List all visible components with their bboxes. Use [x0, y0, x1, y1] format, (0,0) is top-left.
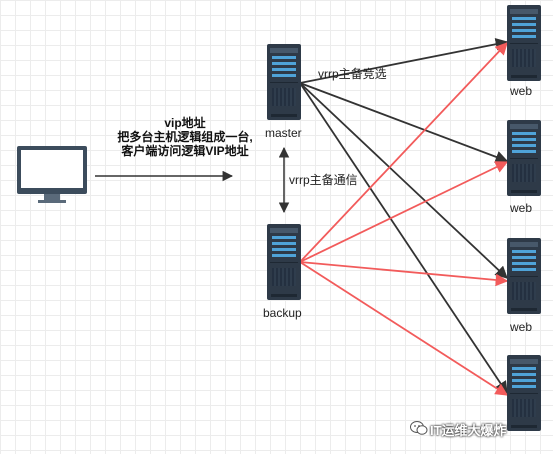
master-server-icon: [266, 43, 302, 121]
web3-label: web: [510, 320, 533, 334]
backup-links: [299, 42, 509, 396]
web4-server-icon: [506, 354, 542, 432]
backup-web1-link: [299, 42, 508, 263]
master-web4-link: [299, 82, 508, 395]
web3-server-icon: [506, 237, 542, 315]
backup-server-icon: [266, 223, 302, 301]
backup-web4-link: [299, 261, 509, 396]
web1-label: web: [510, 84, 533, 98]
web1-server-icon: [506, 4, 542, 82]
vip-line3: 客户端访问逻辑VIP地址: [121, 144, 249, 158]
master-links: [299, 38, 509, 395]
web2-server-icon: [506, 119, 542, 197]
web2-label: web: [510, 201, 533, 215]
vrrp-elect-label: vrrp主备竞选: [318, 67, 387, 81]
wechat-icon: [410, 421, 428, 435]
backup-label: backup: [263, 306, 302, 320]
watermark: IT运维大爆炸: [430, 423, 507, 438]
master-label: master: [265, 126, 302, 140]
vip-caption: vip地址 把多台主机逻辑组成一台, 客户端访问逻辑VIP地址: [100, 116, 270, 158]
backup-web2-link: [299, 161, 509, 263]
master-web1-link: [299, 38, 509, 84]
vrrp-comm-label: vrrp主备通信: [289, 173, 358, 187]
client-monitor-icon: [17, 146, 87, 203]
backup-web3-link: [299, 261, 509, 287]
vip-line1: vip地址: [164, 116, 206, 130]
master-web3-link: [299, 82, 508, 279]
vip-line2: 把多台主机逻辑组成一台,: [117, 130, 253, 144]
master-web2-link: [299, 82, 509, 163]
